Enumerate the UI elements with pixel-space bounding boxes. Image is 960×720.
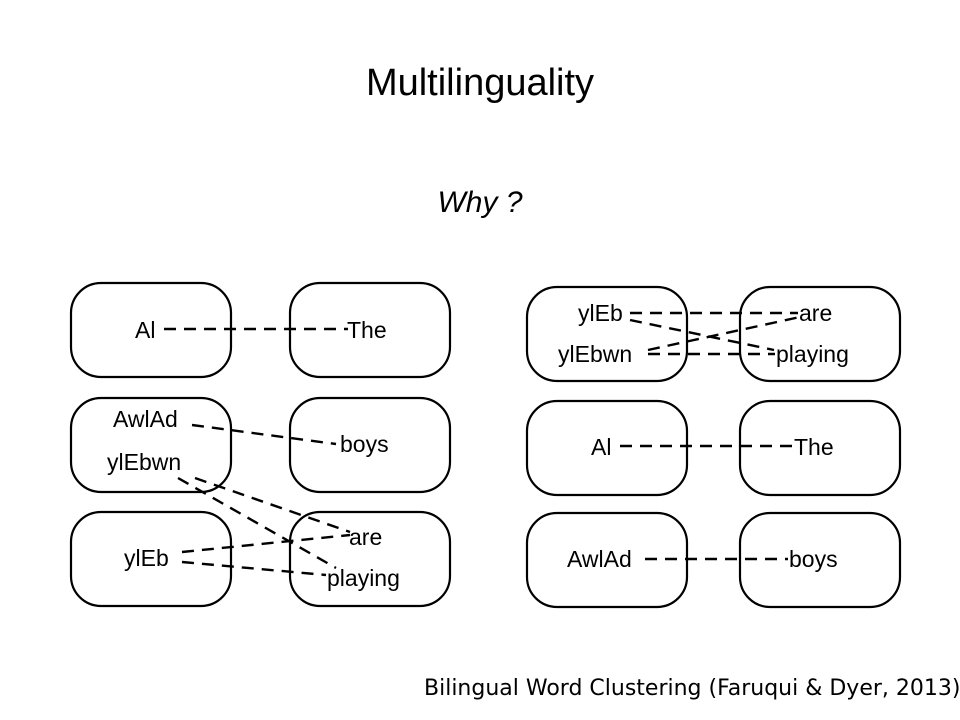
right-arabic-cluster-2 — [525, 399, 689, 497]
right-word-the: The — [794, 434, 834, 460]
slide-subtitle: Why ? — [437, 186, 523, 219]
left-word-the: The — [347, 317, 387, 343]
right-word-ylebwn: ylEbwn — [558, 341, 632, 367]
left-link-awlad-boys — [191, 423, 337, 446]
left-diagram: Al AwlAd ylEbwn ylEb The boys are playin… — [69, 281, 452, 608]
right-english-cluster-1 — [738, 285, 902, 383]
right-word-are: are — [799, 300, 832, 326]
left-word-are: are — [349, 524, 382, 550]
right-arabic-cluster-1 — [525, 285, 689, 383]
left-word-ylebwn: ylEbwn — [107, 449, 181, 475]
right-word-al: Al — [591, 434, 611, 460]
left-link-ylebwn-are — [194, 476, 351, 534]
left-english-cluster-3 — [288, 510, 452, 608]
citation-caption: Bilingual Word Clustering (Faruqui & Dye… — [424, 676, 960, 701]
left-english-cluster-2 — [288, 396, 452, 494]
left-link-ylebwn-playing — [177, 476, 337, 570]
right-diagram: ylEb ylEbwn Al AwlAd are playing The boy… — [525, 285, 902, 609]
left-arabic-cluster-3 — [69, 510, 233, 608]
right-link-yleb-playing — [629, 318, 775, 352]
left-word-boys: boys — [340, 431, 389, 457]
right-word-boys: boys — [789, 546, 838, 572]
left-word-yleb: ylEb — [124, 545, 169, 571]
right-english-cluster-2 — [738, 399, 902, 497]
slide-title: Multilinguality — [365, 62, 595, 104]
left-link-yleb-are — [181, 533, 351, 554]
right-word-yleb: ylEb — [578, 300, 623, 326]
left-word-playing: playing — [327, 565, 400, 591]
right-link-ylebwn-are — [647, 315, 801, 352]
left-link-yleb-playing — [181, 560, 327, 577]
right-word-playing: playing — [776, 341, 849, 367]
left-arabic-cluster-2 — [69, 396, 233, 494]
right-word-awlad: AwlAd — [567, 546, 632, 572]
left-word-al: Al — [135, 317, 155, 343]
right-english-cluster-3 — [738, 511, 902, 609]
left-word-awlad: AwlAd — [113, 406, 178, 432]
